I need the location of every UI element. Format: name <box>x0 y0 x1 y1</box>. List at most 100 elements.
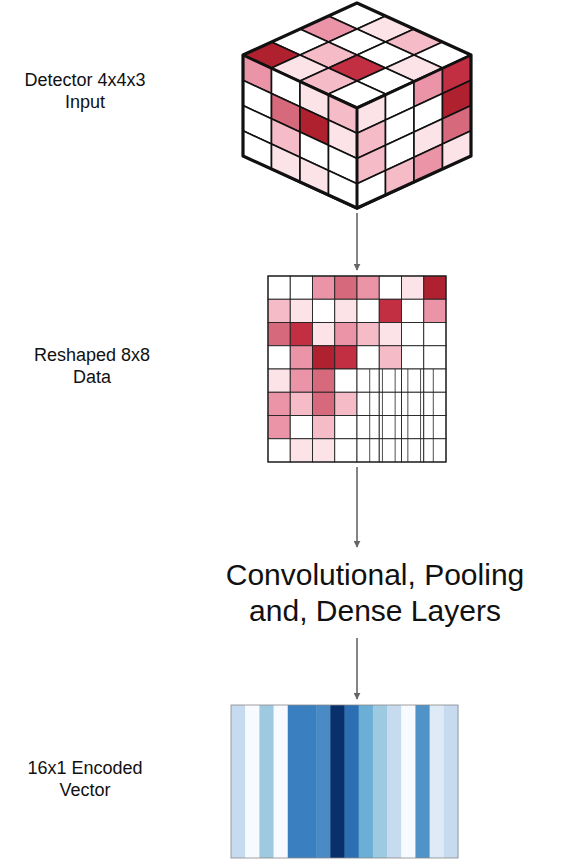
grid-outline <box>268 276 446 462</box>
vector-stripe <box>359 705 374 858</box>
cube-edges <box>243 55 471 208</box>
grid-cell <box>402 276 424 299</box>
grid-cell <box>335 323 357 346</box>
grid-cell <box>290 392 312 415</box>
encoded-vector-box: 16x1 Encoded Vector <box>231 705 458 858</box>
grid-cell <box>268 416 290 439</box>
grid-cell <box>335 369 357 392</box>
vector-stripe <box>430 705 445 858</box>
flow-arrow <box>356 467 358 547</box>
grid-line <box>382 369 383 462</box>
vector-stripe <box>444 705 459 858</box>
grid-cell <box>290 416 312 439</box>
node-label: Reshaped 8x8 Data <box>27 345 157 388</box>
vector-stripe <box>415 705 430 858</box>
grid-cell <box>335 416 357 439</box>
grid-line <box>369 369 370 462</box>
cube-left-face <box>243 55 357 209</box>
grid-cell <box>357 439 379 462</box>
grid-cell <box>424 439 446 462</box>
grid-cell <box>379 346 401 369</box>
grid-cell <box>268 439 290 462</box>
grid-cell <box>313 392 335 415</box>
grid-cell <box>268 299 290 322</box>
layer-caption: Convolutional, Pooling and, Dense Layers <box>210 557 540 629</box>
layers-text-block: Convolutional, Pooling and, Dense Layers <box>206 553 544 633</box>
vector-stripe <box>373 705 388 858</box>
grid-cell <box>335 299 357 322</box>
grid-cell <box>357 299 379 322</box>
grid-cell <box>424 416 446 439</box>
grid-line <box>420 369 421 462</box>
vector-stripe <box>231 705 246 858</box>
grid-cell <box>424 323 446 346</box>
encoded-vector <box>231 705 458 858</box>
vector-stripe <box>316 705 331 858</box>
cube-right-face <box>357 55 471 209</box>
grid-cell <box>402 323 424 346</box>
grid-cell <box>290 299 312 322</box>
cube-outline <box>243 3 471 208</box>
grid-cell <box>424 276 446 299</box>
grid-cell <box>357 416 379 439</box>
grid-cell <box>357 346 379 369</box>
vector-stripe <box>245 705 260 858</box>
grid-cell <box>268 323 290 346</box>
vector-stripe <box>302 705 317 858</box>
grid-cell <box>357 276 379 299</box>
grid-cell <box>402 346 424 369</box>
vector-stripe <box>345 705 360 858</box>
grid-cell <box>268 346 290 369</box>
grid-cell <box>313 439 335 462</box>
grid-cell <box>335 276 357 299</box>
vector-stripe <box>330 705 345 858</box>
grid-cell <box>424 346 446 369</box>
grid-cell <box>313 276 335 299</box>
grid-cell <box>424 299 446 322</box>
flow-arrow <box>356 638 358 699</box>
grid-cell <box>290 439 312 462</box>
grid-line <box>407 369 408 462</box>
vector-stripe <box>401 705 416 858</box>
flow-arrow <box>356 213 358 270</box>
grid-cell <box>357 323 379 346</box>
reshaped-grid <box>268 276 446 462</box>
node-label: Detector 4x4x3 Input <box>10 70 160 113</box>
reshaped-grid-box: Reshaped 8x8 Data <box>268 276 446 462</box>
cube-top-face <box>243 3 471 107</box>
grid-cell <box>379 276 401 299</box>
grid-cell <box>290 369 312 392</box>
grid-cell <box>335 346 357 369</box>
grid-cell <box>424 392 446 415</box>
grid-cell <box>335 392 357 415</box>
grid-cell <box>290 346 312 369</box>
detector-cube: Detector 4x4x3 Input <box>243 3 471 208</box>
grid-line <box>433 369 434 462</box>
grid-cell <box>335 439 357 462</box>
vector-stripe <box>288 705 303 858</box>
grid-cell <box>357 369 379 392</box>
grid-cell <box>313 299 335 322</box>
vector-frame <box>231 705 458 858</box>
grid-cell <box>313 416 335 439</box>
grid-cell <box>268 369 290 392</box>
grid-line <box>395 369 396 462</box>
grid-cell <box>290 276 312 299</box>
grid-cell <box>357 392 379 415</box>
grid-cell <box>313 323 335 346</box>
grid-cell <box>268 276 290 299</box>
grid-cell <box>313 369 335 392</box>
vector-stripe <box>274 705 289 858</box>
grid-cell <box>268 392 290 415</box>
grid-cell <box>313 346 335 369</box>
grid-cell <box>379 299 401 322</box>
node-label: 16x1 Encoded Vector <box>15 758 155 801</box>
vector-stripe <box>387 705 402 858</box>
grid-cell <box>424 369 446 392</box>
vector-stripe <box>259 705 274 858</box>
grid-cell <box>402 299 424 322</box>
grid-cell <box>290 323 312 346</box>
